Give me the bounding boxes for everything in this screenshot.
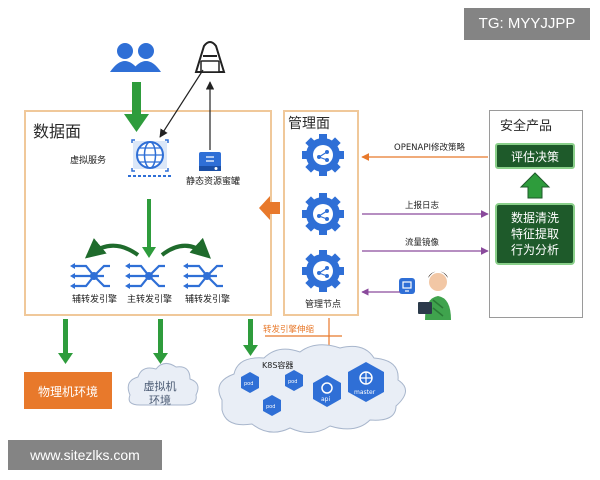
api-label: api bbox=[321, 396, 331, 403]
vm-env-label-1: 虚拟机 bbox=[143, 380, 177, 393]
aux-engine-right-icon bbox=[181, 261, 225, 291]
engine-branch-left bbox=[84, 238, 140, 259]
mgmt-gear-icon-3 bbox=[301, 249, 345, 293]
mgmt-plane-title: 管理面 bbox=[288, 116, 330, 132]
pod-label-3: pod bbox=[266, 404, 276, 410]
physical-env-box bbox=[24, 372, 112, 409]
virtual-service-label: 虚拟服务 bbox=[70, 156, 107, 166]
monitor-badge-icon bbox=[399, 278, 415, 294]
operator-icon bbox=[418, 271, 451, 320]
main-engine-label: 主转发引擎 bbox=[127, 295, 173, 305]
aux-engine-right-label: 辅转发引擎 bbox=[185, 295, 231, 305]
analysis-box bbox=[495, 203, 575, 265]
analysis-line-2: 特征提取 bbox=[510, 227, 559, 241]
k8s-label: K8S容器 bbox=[262, 361, 294, 370]
scaling-label: 转发引擎伸缩 bbox=[263, 325, 315, 335]
mgmt-to-data-arrow bbox=[259, 196, 280, 220]
master-hex bbox=[348, 362, 384, 402]
hacker-icon bbox=[194, 41, 226, 73]
users-to-service-arrow bbox=[124, 82, 149, 132]
mgmt-node-label: 管理节点 bbox=[305, 300, 342, 310]
pod-label-1: pod bbox=[244, 381, 254, 387]
data-to-physical-arrow bbox=[58, 319, 73, 364]
honeypot-icon bbox=[199, 152, 221, 171]
vm-cloud bbox=[127, 363, 199, 406]
pod-hex-2 bbox=[285, 370, 303, 391]
analysis-line-3: 行为分析 bbox=[510, 243, 559, 257]
watermark-bottom: www.sitezlks.com bbox=[8, 440, 162, 470]
decision-box bbox=[495, 143, 575, 169]
security-product-title: 安全产品 bbox=[500, 119, 553, 134]
engine-branch-right bbox=[160, 237, 211, 259]
globe-icon bbox=[128, 139, 172, 177]
vm-env-label-2: 环境 bbox=[149, 394, 171, 407]
mgmt-gear-icon-1 bbox=[301, 133, 345, 177]
users-icon bbox=[110, 43, 161, 72]
analysis-to-decision-arrow bbox=[519, 172, 551, 199]
data-to-k8s-arrow bbox=[243, 319, 258, 356]
analysis-line-1: 数据清洗 bbox=[510, 211, 559, 225]
traffic-mirror-label: 流量镜像 bbox=[405, 238, 440, 248]
static-honeypot-label: 静态资源蜜罐 bbox=[186, 177, 241, 187]
openapi-label: OPENAPI修改策略 bbox=[394, 143, 465, 153]
pod-hex-3 bbox=[263, 395, 281, 416]
report-log-label: 上报日志 bbox=[405, 201, 440, 211]
service-to-engine-arrow bbox=[142, 199, 156, 258]
mgmt-gear-icon-2 bbox=[301, 192, 345, 236]
decision-label: 评估决策 bbox=[510, 150, 559, 164]
api-hex bbox=[313, 375, 341, 407]
pod-hex-1 bbox=[241, 372, 259, 393]
data-plane-title: 数据面 bbox=[33, 122, 82, 141]
watermark-top: TG: MYYJJPP bbox=[464, 8, 590, 40]
data-to-vm-arrow bbox=[153, 319, 168, 364]
physical-env-label: 物理机环境 bbox=[37, 385, 98, 399]
pod-label-2: pod bbox=[288, 379, 298, 385]
aux-engine-left-icon bbox=[68, 261, 112, 291]
aux-engine-left-label: 辅转发引擎 bbox=[72, 295, 118, 305]
hacker-to-service-arrow bbox=[159, 69, 204, 138]
master-label: master bbox=[354, 389, 376, 396]
main-engine-icon bbox=[123, 261, 167, 291]
